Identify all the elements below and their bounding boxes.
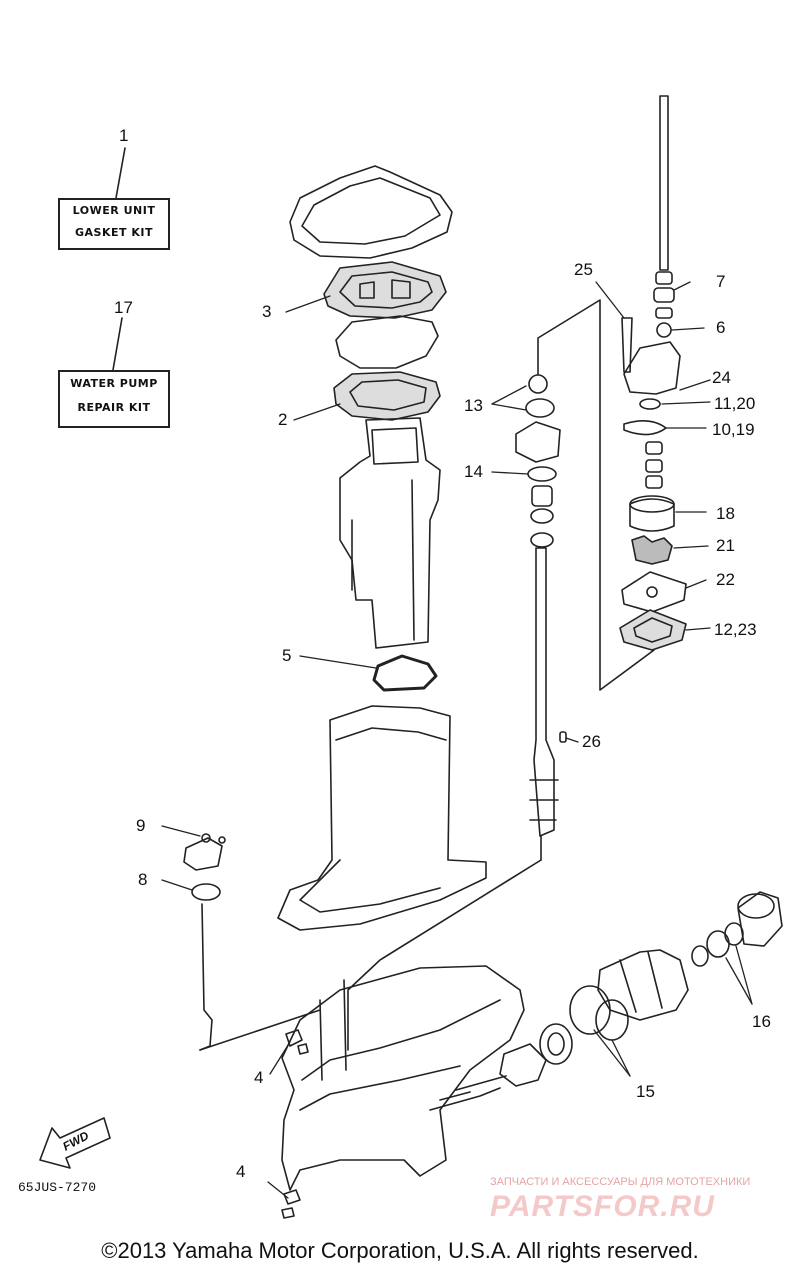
part-12-gasket — [619, 609, 687, 651]
callout-7: 7 — [716, 272, 726, 291]
water-pump-repair-kit-label: WATER PUMP REPAIR KIT — [58, 370, 170, 428]
end-cap — [737, 891, 783, 947]
watermark-tagline: ЗАПЧАСТИ И АКСЕССУАРЫ ДЛЯ МОТОТЕХНИКИ — [490, 1176, 751, 1188]
callout-5: 5 — [282, 646, 292, 665]
part-14-oring — [527, 466, 557, 482]
callout-12-23: 12,23 — [714, 620, 757, 639]
upper-casing — [277, 705, 487, 931]
part-9-bracket — [183, 837, 223, 871]
callout-4-upper: 4 — [254, 1068, 264, 1087]
callout-4-lower: 4 — [236, 1162, 246, 1181]
callout-25: 25 — [574, 260, 593, 279]
part-21-impeller — [631, 535, 673, 565]
callout-1: 1 — [119, 126, 129, 145]
callout-6: 6 — [716, 318, 726, 337]
part-25-bolt — [621, 317, 633, 373]
callout-14: 14 — [464, 462, 483, 481]
part-26-pin — [559, 731, 567, 743]
callout-15: 15 — [636, 1082, 655, 1101]
bearing-housing — [515, 421, 561, 463]
pump-shaft — [659, 95, 669, 271]
pump-housing — [623, 341, 681, 395]
kit-label-line1: LOWER UNIT — [72, 204, 156, 217]
shift-rod — [199, 903, 213, 1051]
lower-unit-gasket-kit-label: LOWER UNIT GASKET KIT — [58, 198, 170, 250]
diagram-code: 65JUS-7270 — [18, 1180, 97, 1195]
callout-26: 26 — [582, 732, 601, 751]
prop-shaft-housing — [597, 949, 689, 1021]
top-cover-plate — [289, 165, 453, 259]
part-22-plate — [621, 571, 687, 613]
callout-18: 18 — [716, 504, 735, 523]
callout-3: 3 — [262, 302, 272, 321]
callout-11-20: 11,20 — [714, 394, 756, 413]
callout-8: 8 — [138, 870, 148, 889]
part-13-bearing — [528, 374, 548, 394]
fwd-arrow-icon — [39, 1117, 111, 1169]
exhaust-housing — [339, 417, 441, 649]
part-4-plug-a — [285, 1029, 303, 1047]
callout-13: 13 — [464, 396, 483, 415]
kit-label-line2: GASKET KIT — [75, 226, 153, 239]
callout-16: 16 — [752, 1012, 771, 1031]
part-18-cup — [629, 498, 675, 532]
part-15-gear — [499, 1043, 547, 1087]
part-10-insert — [623, 420, 667, 436]
callout-2: 2 — [278, 410, 288, 429]
callout-17: 17 — [114, 298, 133, 317]
callout-22: 22 — [716, 570, 735, 589]
copyright-notice: ©2013 Yamaha Motor Corporation, U.S.A. A… — [101, 1238, 699, 1263]
spacer-plate — [335, 315, 439, 369]
callout-10-19: 10,19 — [712, 420, 755, 439]
part-4-plug-b — [283, 1189, 301, 1205]
callout-9: 9 — [136, 816, 146, 835]
kit-label-line1: WATER PUMP — [70, 377, 158, 390]
lower-gearcase — [281, 965, 525, 1191]
part-8-oring — [191, 883, 221, 901]
drive-shaft — [533, 547, 555, 837]
watermark-logo: PARTSFOR.RU — [490, 1190, 715, 1223]
callout-21: 21 — [716, 536, 735, 555]
part-5-seal — [372, 654, 438, 692]
callout-24: 24 — [712, 368, 731, 387]
kit-label-line2: REPAIR KIT — [77, 401, 151, 414]
